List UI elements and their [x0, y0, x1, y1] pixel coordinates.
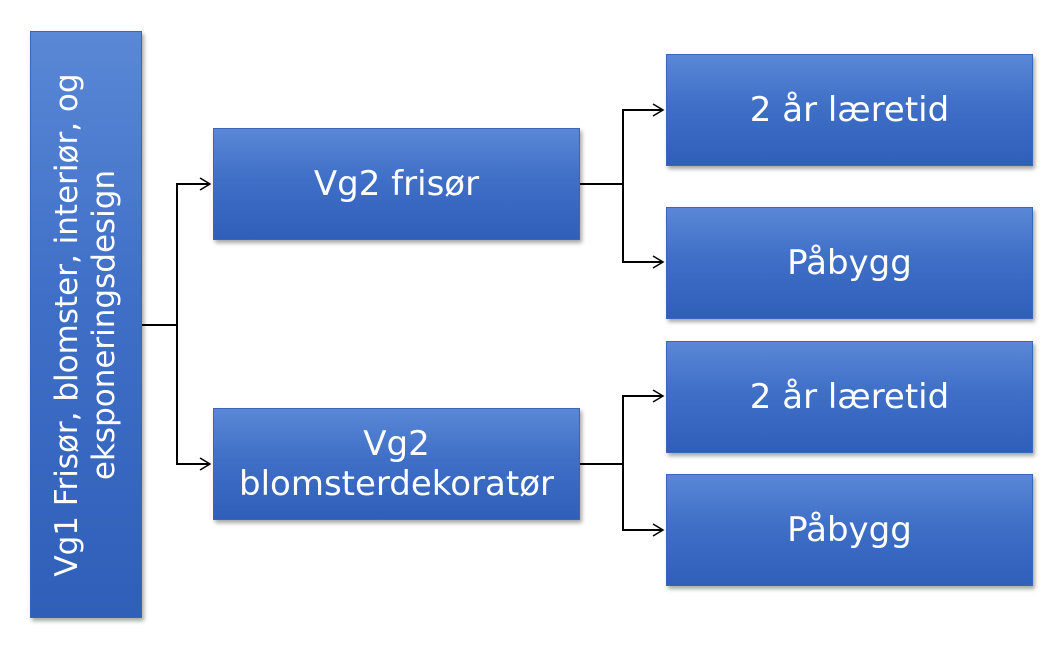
leaf-node-label: Påbygg	[787, 510, 912, 550]
connector-vg2-blomsterdekorator-to-laeretid	[580, 389, 665, 465]
leaf-node-label: 2 år læretid	[749, 90, 950, 130]
connector-vg2-frisor-to-pabygg	[622, 184, 665, 269]
branch-node-label: Vg2 blomsterdekoratør	[239, 424, 554, 504]
root-node-label: Vg1 Frisør, blomster, interiør, og ekspo…	[49, 72, 122, 577]
leaf-node-label: Påbygg	[787, 243, 912, 283]
leaf-node-blomsterdekorator-laeretid: 2 år læretid	[666, 341, 1033, 453]
root-node-vg1: Vg1 Frisør, blomster, interiør, og ekspo…	[30, 31, 142, 618]
connector-vg2-blomsterdekorator-to-pabygg	[622, 464, 665, 537]
leaf-node-frisor-laeretid: 2 år læretid	[666, 54, 1033, 166]
connector-root-to-vg2-frisor	[142, 177, 212, 326]
connector-root-to-vg2-blomsterdekorator	[176, 325, 212, 471]
leaf-node-frisor-pabygg: Påbygg	[666, 207, 1033, 319]
branch-node-vg2-frisor: Vg2 frisør	[213, 128, 580, 240]
connector-vg2-frisor-to-laeretid	[580, 103, 665, 185]
leaf-node-blomsterdekorator-pabygg: Påbygg	[666, 474, 1033, 586]
branch-node-vg2-blomsterdekorator: Vg2 blomsterdekoratør	[213, 408, 580, 520]
leaf-node-label: 2 år læretid	[749, 377, 950, 417]
branch-node-label: Vg2 frisør	[313, 164, 480, 204]
